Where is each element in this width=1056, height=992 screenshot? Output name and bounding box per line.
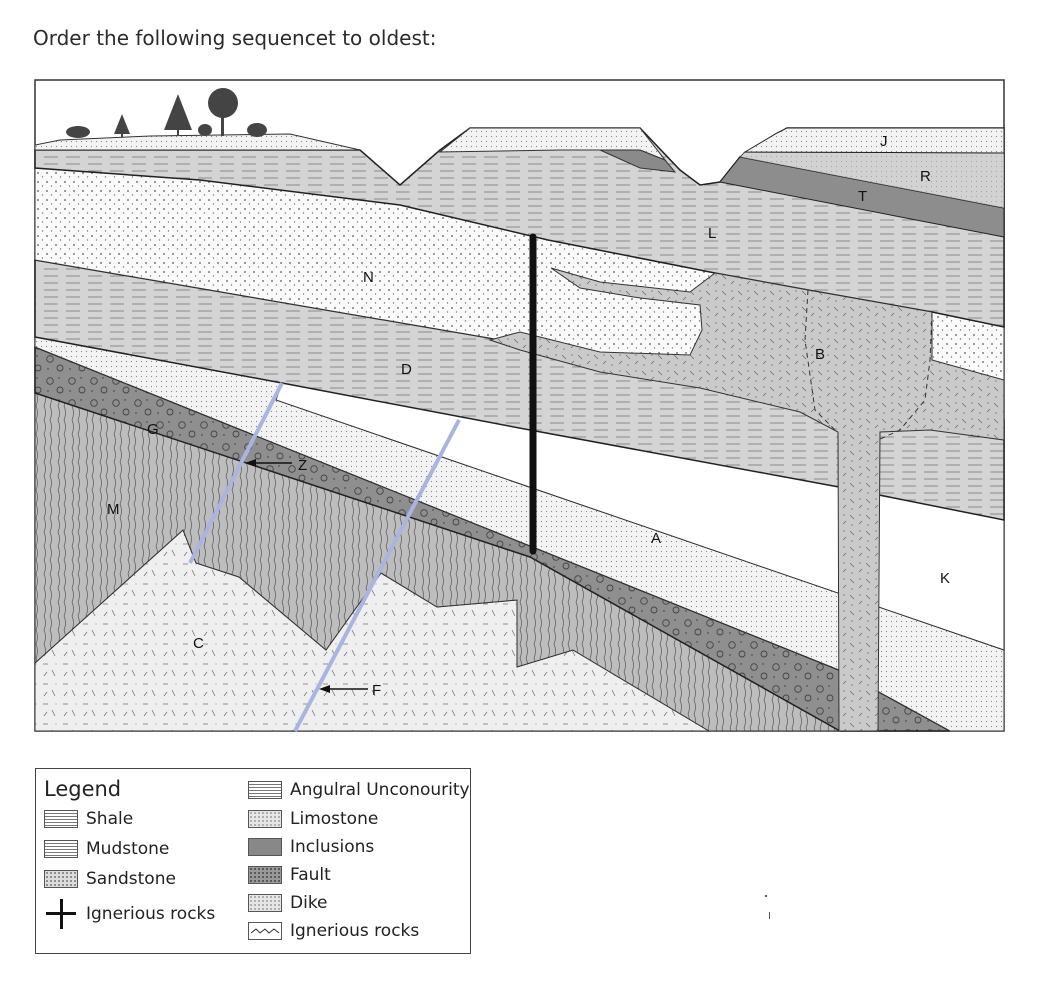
arrow-f	[319, 685, 368, 693]
legend-label: Mudstone	[86, 839, 170, 859]
label-g: G	[147, 421, 159, 438]
legend-item-fault: Fault	[248, 865, 331, 885]
legend-item-limestone: Limostone	[248, 809, 378, 829]
fault-f	[293, 419, 461, 732]
sandstone-swatch-icon	[44, 870, 78, 888]
legend-label: Angulral Unconourity	[290, 780, 470, 800]
label-c: C	[193, 635, 204, 652]
legend-label: Sandstone	[86, 869, 176, 889]
legend-item-igneous-wave: Ignerious rocks	[248, 921, 419, 941]
legend-item-igneous-cross: Ignerious rocks	[44, 897, 215, 931]
label-z: Z	[298, 457, 307, 474]
legend: Legend Shale Mudstone Sandstone Igneriou…	[35, 768, 471, 954]
inclusions-swatch-icon	[248, 838, 282, 856]
legend-item-sandstone: Sandstone	[44, 869, 176, 889]
label-b: B	[815, 346, 825, 363]
legend-item-shale: Shale	[44, 809, 133, 829]
wave-swatch-icon	[248, 922, 282, 940]
arrow-z	[245, 459, 292, 467]
legend-label: Limostone	[290, 809, 379, 829]
label-a: A	[651, 530, 661, 547]
layer-r-tone	[740, 152, 1004, 208]
dike-swatch-icon	[248, 894, 282, 912]
cap-left	[34, 133, 361, 151]
legend-label: Ignerious rocks	[290, 921, 420, 941]
fault-z	[188, 382, 284, 564]
label-f: F	[372, 682, 381, 699]
legend-title: Legend	[44, 777, 122, 801]
legend-item-dike: Dike	[248, 893, 328, 913]
label-r: R	[920, 168, 931, 185]
contact-dashed	[804, 289, 933, 441]
shale-swatch-icon	[44, 810, 78, 828]
label-m: M	[107, 501, 120, 518]
legend-label: Ignerious rocks	[86, 904, 216, 924]
layer-j	[743, 127, 1005, 154]
legend-item-mudstone: Mudstone	[44, 839, 169, 859]
inclusion-middle	[599, 149, 677, 173]
label-l: L	[708, 225, 716, 242]
legend-label: Fault	[290, 865, 331, 885]
trees-icon	[66, 88, 267, 138]
legend-label: Shale	[86, 809, 134, 829]
stray-mark	[769, 912, 770, 919]
limestone-swatch-icon	[248, 810, 282, 828]
question-title: Order the following sequencet to oldest:	[33, 26, 437, 50]
label-j: J	[880, 133, 888, 150]
legend-item-inclusions: Inclusions	[248, 837, 374, 857]
label-k: K	[940, 570, 950, 587]
fault-swatch-icon	[248, 866, 282, 884]
cross-icon	[44, 897, 78, 931]
intrusion-b	[488, 267, 1005, 732]
mudstone-swatch-icon	[44, 840, 78, 858]
legend-label: Dike	[290, 893, 328, 913]
legend-item-unconformity: Angulral Unconourity	[248, 780, 470, 800]
label-t: T	[858, 188, 867, 205]
geologic-cross-section: J R T L N D B G Z M A K C F	[34, 79, 1005, 732]
legend-label: Inclusions	[290, 837, 375, 857]
layer-m	[34, 392, 842, 732]
stray-mark	[765, 895, 767, 897]
unconformity-swatch-icon	[248, 781, 282, 799]
label-d: D	[401, 361, 412, 378]
label-n: N	[363, 269, 374, 286]
